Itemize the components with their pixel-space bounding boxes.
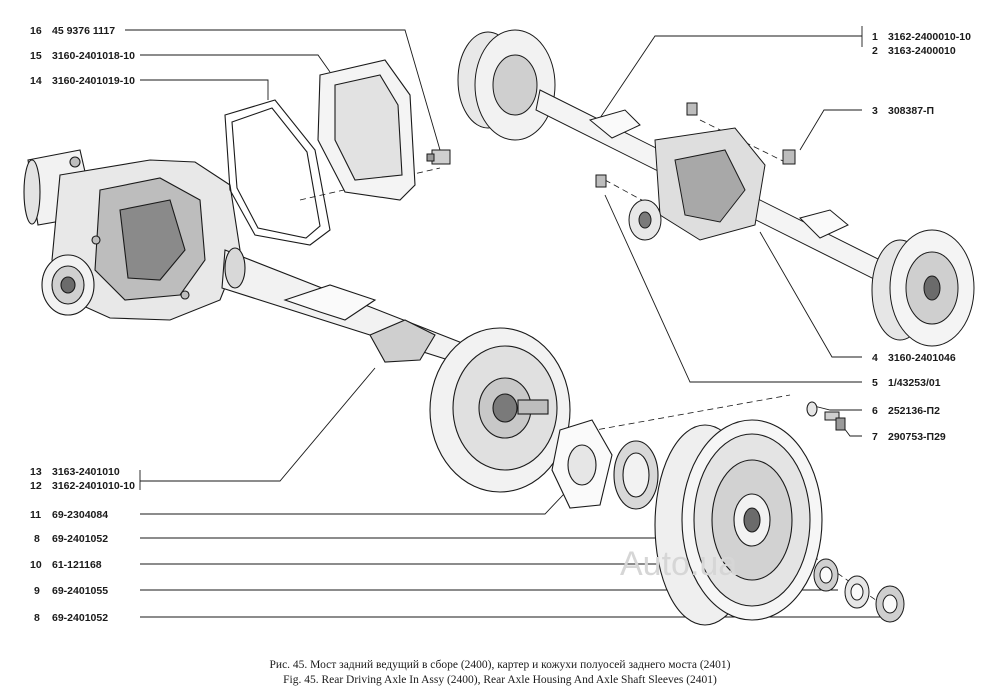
- callout-num: 15: [30, 50, 42, 62]
- callout-part: 3162-2401010-10: [52, 480, 135, 492]
- callout-num: 12: [30, 480, 42, 492]
- callout-part: 69-2304084: [52, 509, 108, 521]
- callout-num: 13: [30, 466, 42, 478]
- caption-russian: Рис. 45. Мост задний ведущий в сборе (24…: [269, 659, 731, 671]
- callout-num: 1: [872, 31, 878, 43]
- callout-num: 16: [30, 25, 42, 37]
- callout-part: 252136-П2: [888, 405, 940, 417]
- callout-num: 7: [872, 431, 878, 443]
- callout-num: 11: [30, 509, 41, 521]
- caption-english: Fig. 45. Rear Driving Axle In Assy (2400…: [283, 674, 717, 686]
- callout-part: 3163-2401010: [52, 466, 120, 478]
- callout-part: 69-2401052: [52, 533, 108, 545]
- callout-num: 8: [34, 612, 40, 624]
- brake-backing-plate: [429, 327, 571, 493]
- callout-num: 3: [872, 105, 878, 117]
- callout-num: 6: [872, 405, 878, 417]
- callout-num: 4: [872, 352, 878, 364]
- rear-cover: [317, 59, 416, 201]
- cover-gasket: [224, 99, 331, 246]
- washer-and-bolt: [806, 401, 846, 431]
- callout-num: 5: [872, 377, 878, 389]
- callouts-left: 16 45 9376 1117 15 3160-2401018-10 14 31…: [30, 25, 135, 624]
- callout-part: 308387-П: [888, 105, 934, 117]
- brake-gasket: [551, 419, 613, 509]
- callout-num: 2: [872, 45, 878, 57]
- callout-part: 69-2401052: [52, 612, 108, 624]
- callout-num: 10: [30, 559, 42, 571]
- callout-part: 3163-2400010: [888, 45, 956, 57]
- callout-num: 14: [30, 75, 42, 87]
- callout-part: 290753-П29: [888, 431, 946, 443]
- callouts-right: 1 3162-2400010-10 2 3163-2400010 3 30838…: [872, 31, 971, 443]
- callout-part: 3160-2401018-10: [52, 50, 135, 62]
- drain-plug: [426, 149, 451, 165]
- hub-nuts: [813, 558, 905, 623]
- assembled-axle-view: [457, 29, 975, 347]
- main-axle-housing: [23, 149, 481, 371]
- callout-part: 61-121168: [52, 559, 102, 571]
- callout-num: 8: [34, 533, 40, 545]
- callout-part: 45 9376 1117: [52, 25, 115, 37]
- brake-drum: [654, 419, 823, 626]
- callout-part: 69-2401055: [52, 585, 108, 597]
- callout-part: 3160-2401046: [888, 352, 956, 364]
- oil-seal: [613, 440, 659, 510]
- callout-num: 9: [34, 585, 40, 597]
- callout-part: 1/43253/01: [888, 377, 941, 389]
- watermark: Auto.ua: [620, 545, 737, 583]
- callout-part: 3162-2400010-10: [888, 31, 971, 43]
- callout-part: 3160-2401019-10: [52, 75, 135, 87]
